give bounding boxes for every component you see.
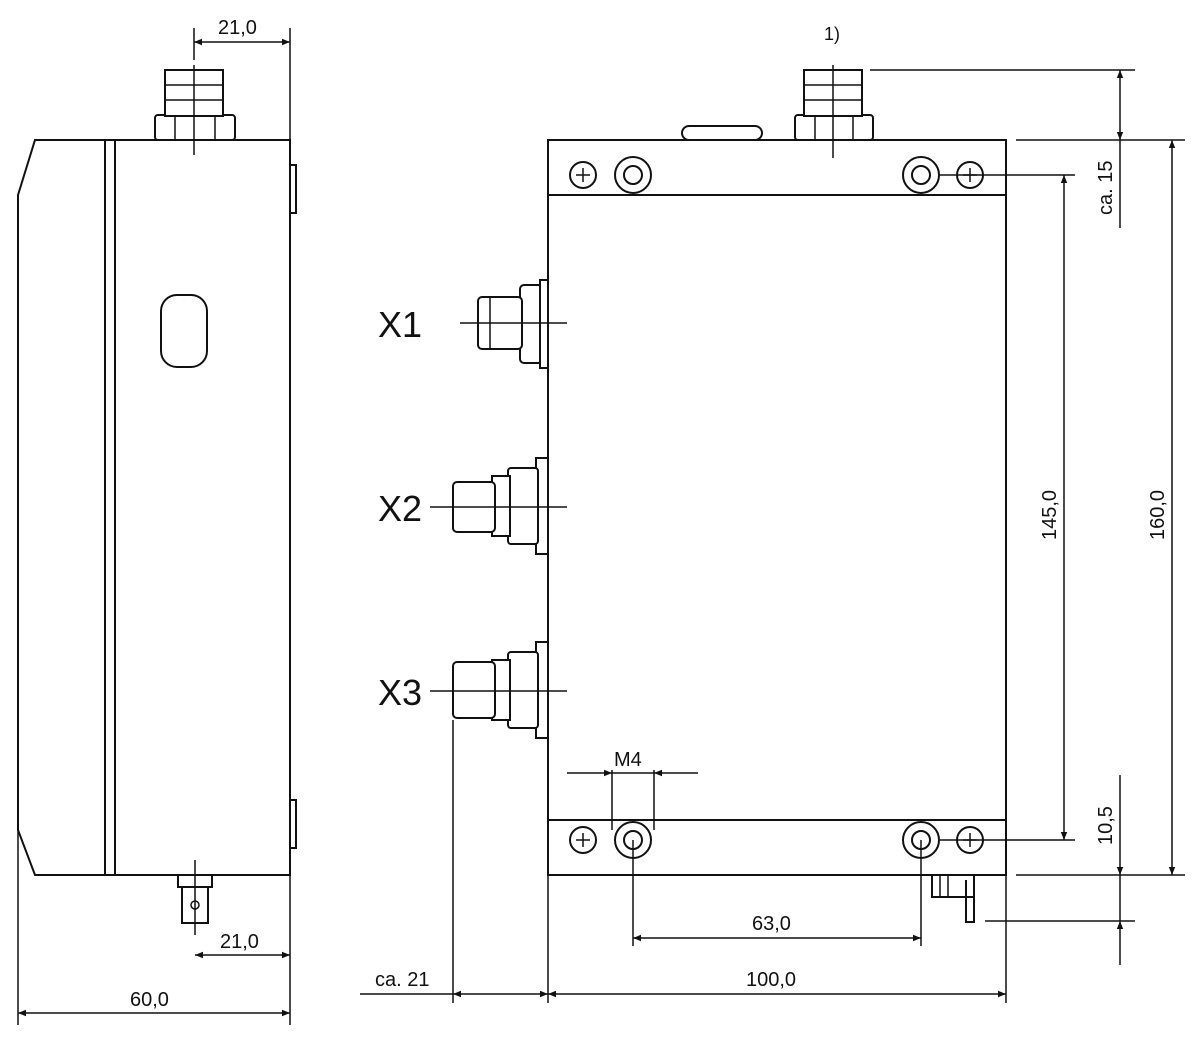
- connector-x2: X2: [378, 457, 567, 555]
- dimension-labels: 21,0 21,0 60,0 ca. 21 100,0 63,0 M4 1) 1…: [130, 17, 1169, 1011]
- dim-hole-spacing-h: 63,0: [752, 913, 791, 935]
- dim-hole-spacing-v: 145,0: [1039, 490, 1061, 540]
- side-view: [17, 65, 297, 935]
- dim-width: 100,0: [746, 969, 796, 991]
- dim-top-connector-height: ca. 15: [1095, 161, 1117, 215]
- connector-x3: X3: [378, 641, 567, 739]
- side-bottom-tab: [177, 860, 213, 935]
- dim-depth: 60,0: [130, 989, 169, 1011]
- dim-bottom-tab-height: 10,5: [1095, 806, 1117, 845]
- dim-top-connector-width: 21,0: [218, 17, 257, 39]
- dim-thread: M4: [614, 749, 642, 771]
- dimension-lines: [17, 28, 1185, 1025]
- label-x1: X1: [378, 304, 422, 345]
- side-top-connector: [154, 65, 236, 155]
- footnote-1: 1): [824, 24, 840, 44]
- label-x3: X3: [378, 672, 422, 713]
- mounting-holes-top: [569, 156, 984, 194]
- dim-height: 160,0: [1147, 490, 1169, 540]
- connector-x1: X1: [378, 279, 567, 369]
- label-x2: X2: [378, 488, 422, 529]
- front-view: X1 X2 X3: [378, 65, 1007, 923]
- front-top-connector: [794, 65, 874, 158]
- front-bottom-tab: [931, 874, 975, 923]
- dim-bottom-tab-width: 21,0: [220, 931, 259, 953]
- dim-side-connector-protrusion: ca. 21: [375, 969, 429, 991]
